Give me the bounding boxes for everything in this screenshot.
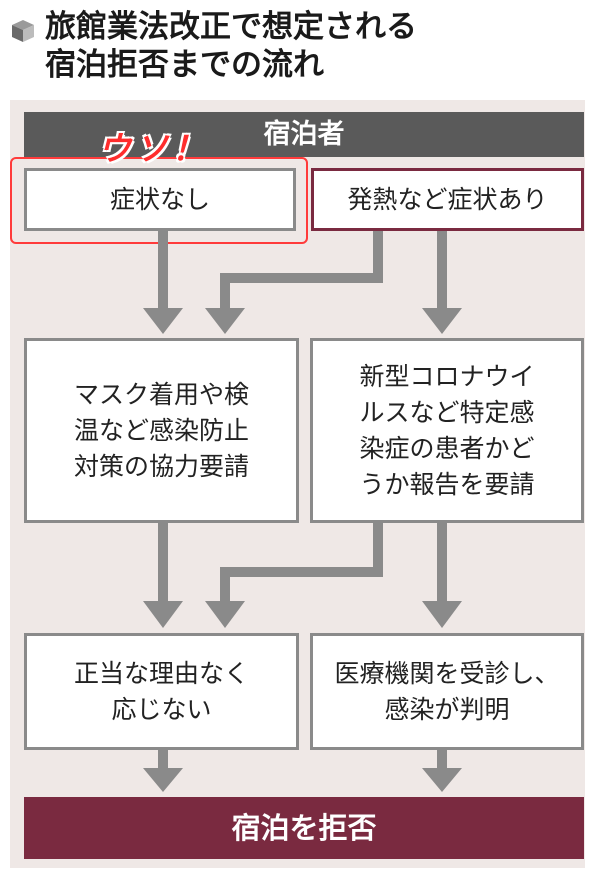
box-mask-request-line: マスク着用や検 <box>73 379 249 409</box>
arrowhead <box>422 768 462 792</box>
title-line-2: 宿泊拒否までの流れ <box>45 47 324 83</box>
title-line-1: 旅館業法改正で想定される <box>45 9 417 45</box>
arrowhead <box>205 601 245 628</box>
annotation-uso: ウソ！ <box>98 129 209 168</box>
box-has-symptoms-label: 発熱など症状あり <box>347 184 548 214</box>
arrow-line <box>220 523 383 603</box>
arrowhead <box>422 308 462 334</box>
box-refuse-line: 応じない <box>111 694 212 724</box>
box-has-symptoms: 発熱など症状あり <box>311 168 584 231</box>
header-guest: 宿泊者 <box>24 112 584 157</box>
box-report-request-line: うか報告を要請 <box>359 469 535 499</box>
box-mask-request-line: 温など感染防止 <box>73 415 249 445</box>
box-infection-line: 医療機関を受診し、 <box>334 658 560 688</box>
arrowhead <box>422 601 462 628</box>
box-report-request-line: ルスなど特定感 <box>359 397 535 427</box>
arrowhead <box>143 601 183 628</box>
arrowhead <box>205 308 245 334</box>
box-infection-line: 感染が判明 <box>384 694 510 724</box>
box-report-request-line: 染症の患者かど <box>359 433 535 463</box>
box-no-symptoms-label: 症状なし <box>109 184 210 214</box>
box-refuse-without-reason: 正当な理由なく 応じない <box>24 633 299 750</box>
arrowhead <box>143 308 183 334</box>
box-mask-request-line: 対策の協力要請 <box>73 451 249 481</box>
box-infection-confirmed: 医療機関を受診し、 感染が判明 <box>310 633 584 750</box>
box-report-request: 新型コロナウイ ルスなど特定感 染症の患者かど うか報告を要請 <box>310 338 584 523</box>
arrowhead <box>143 768 183 792</box>
result-refuse-stay: 宿泊を拒否 <box>24 797 584 859</box>
arrow-line <box>220 231 383 310</box>
cube-icon <box>12 20 34 42</box>
box-report-request-line: 新型コロナウイ <box>359 361 535 391</box>
box-no-symptoms: 症状なし <box>24 168 296 231</box>
box-refuse-line: 正当な理由なく <box>73 658 249 688</box>
page-title: 旅館業法改正で想定される 宿泊拒否までの流れ <box>10 8 585 84</box>
box-mask-request: マスク着用や検 温など感染防止 対策の協力要請 <box>24 338 299 523</box>
